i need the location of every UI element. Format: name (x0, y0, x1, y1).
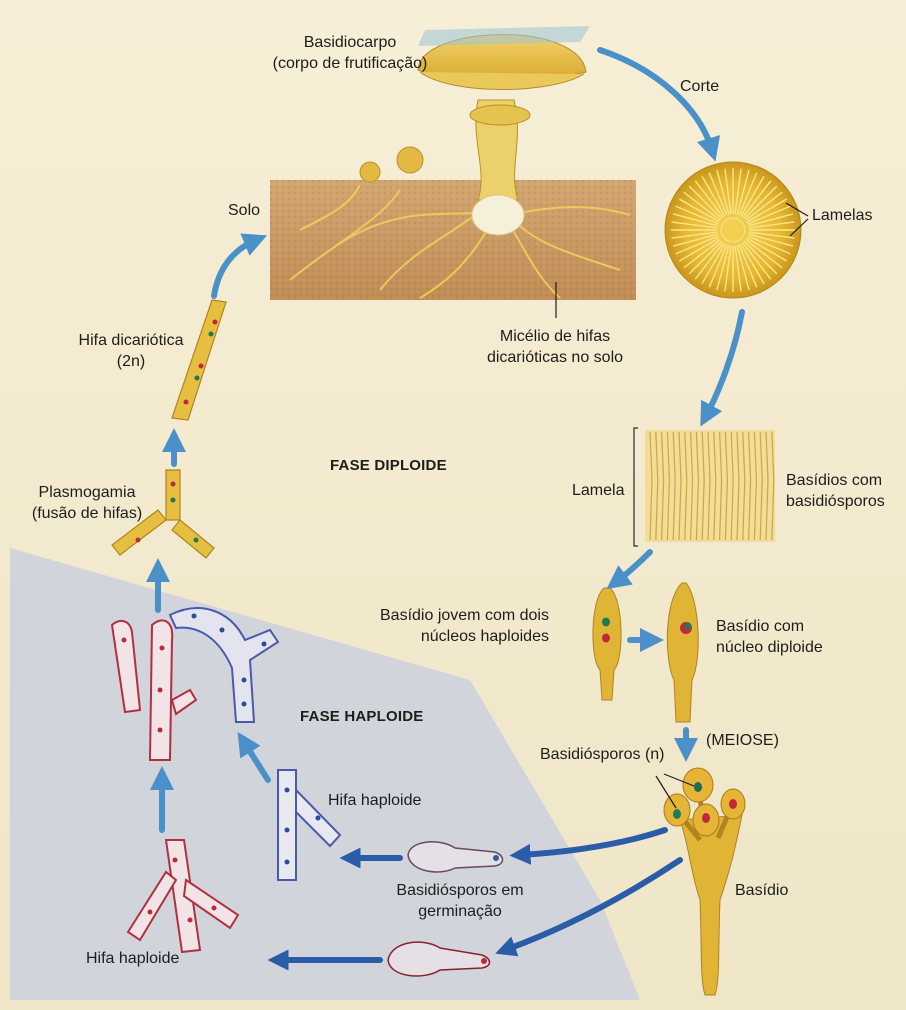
label-dikaryotic-hypha: Hifa dicariótica (2n) (56, 330, 206, 372)
label-basidiospores: Basidiósporos (n) (540, 744, 665, 765)
label-plasmogamy: Plasmogamia (fusão de hifas) (20, 482, 154, 524)
label-soil: Solo (228, 200, 260, 221)
label-mycelium: Micélio de hifas dicarióticas no solo (470, 326, 640, 368)
soil-block (270, 180, 636, 300)
label-diploid-phase: FASE DIPLOIDE (330, 455, 447, 476)
young-basidium (593, 588, 621, 700)
label-germinating-spores: Basidiósporos em germinação (380, 880, 540, 922)
label-basidium: Basídio (735, 880, 788, 901)
label-haploid-hypha-red: Hifa haploide (86, 948, 179, 969)
label-diploid-basidium: Basídio com núcleo diploide (716, 616, 823, 658)
label-basidiocarp: Basidiocarpo (corpo de frutificação) (250, 32, 450, 74)
lamella-section (634, 428, 775, 546)
arrow-to-lamella (706, 312, 742, 416)
arrow-to-young-basidium (616, 552, 650, 582)
diploid-basidium (667, 583, 698, 722)
cap-cross-section (665, 162, 801, 298)
label-gills: Lamelas (812, 205, 872, 226)
label-lamella: Lamela (572, 480, 624, 501)
label-meiosis: (MEIOSE) (706, 730, 779, 751)
basidium-with-spores (664, 768, 745, 995)
label-haploid-hypha-blue: Hifa haploide (328, 790, 421, 811)
label-cut: Corte (680, 76, 719, 97)
label-haploid-phase: FASE HAPLOIDE (300, 706, 423, 727)
arrow-hypha-to-soil (214, 240, 256, 296)
arrow-cut (600, 50, 712, 150)
label-young-basidium: Basídio jovem com dois núcleos haploides (380, 605, 549, 647)
label-basidia-with-spores: Basídios com basidiósporos (786, 470, 885, 512)
